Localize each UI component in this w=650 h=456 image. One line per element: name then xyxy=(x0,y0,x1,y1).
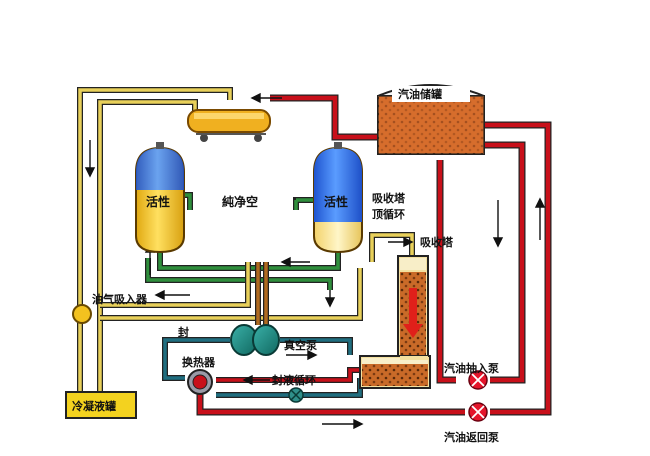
heat-exchanger-icon xyxy=(187,369,213,395)
seal-liquid-cycle-label: 封液循环 xyxy=(272,373,316,387)
activated-carbon-vessel-right xyxy=(313,142,363,254)
activated-carbon-vessel-left xyxy=(135,142,185,254)
gasoline-return-pump-label: 汽油返回泵 xyxy=(444,430,499,444)
activated-right-label: 活性 xyxy=(324,194,348,209)
activated-left-label: 活性 xyxy=(146,194,170,209)
arrow-bottom xyxy=(322,418,364,430)
arrow-right-up xyxy=(534,197,546,240)
absorption-top-cycle-label-2: 顶循环 xyxy=(372,207,405,221)
arrow-green-down xyxy=(324,290,336,308)
flow-arrows xyxy=(84,92,546,430)
gasoline-tank xyxy=(377,84,485,155)
arrow-left-down xyxy=(84,140,96,178)
gasoline-pump-in-label: 汽油抽入泵 xyxy=(444,361,499,375)
vacuum-pump-label: 真空泵 xyxy=(284,338,317,352)
vacuum-pump-icon xyxy=(230,324,280,356)
condensate-tank xyxy=(65,391,137,419)
arrow-top xyxy=(250,92,282,104)
absorption-tower-label: 吸收塔 xyxy=(420,235,454,249)
vapor-intake-valve-icon xyxy=(72,304,92,324)
heat-exchanger-label: 换热器 xyxy=(182,355,216,369)
arrow-vacuum xyxy=(286,349,318,361)
downflow-arrow-icon xyxy=(403,288,423,338)
absorption-top-cycle-label-1: 吸收塔 xyxy=(372,191,406,205)
arrow-seal-cycle xyxy=(242,374,270,386)
seal-label: 封 xyxy=(178,325,189,339)
gasoline-return-pump-icon xyxy=(468,402,488,422)
arrow-intake xyxy=(154,289,190,301)
compressor-unit-icon xyxy=(187,109,271,142)
arrow-right-down xyxy=(492,200,504,248)
vapor-intake-label: 油气吸入器 xyxy=(92,292,148,306)
gasoline-pump-in-icon xyxy=(468,370,488,390)
seal-liquid-valve-icon xyxy=(288,387,304,403)
gasoline-tank-label: 汽油储罐 xyxy=(398,87,442,101)
condensate-tank-label: 冷凝液罐 xyxy=(72,399,116,413)
arrow-mid xyxy=(280,256,310,268)
absorption-tower xyxy=(359,255,431,389)
pure-air-label: 純净空 xyxy=(222,194,258,209)
arrow-tower-top xyxy=(388,236,414,248)
